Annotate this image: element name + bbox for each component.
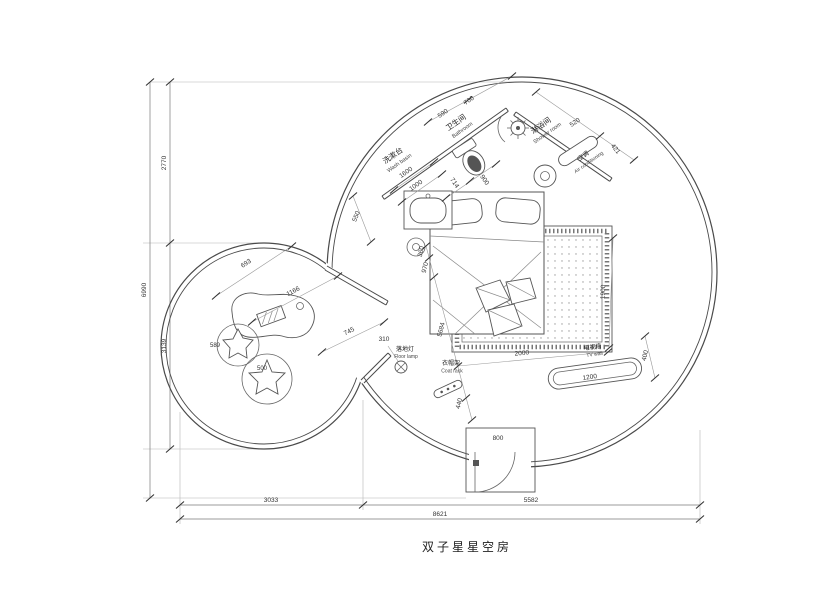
floor-lamp-symbol: [387, 345, 408, 374]
dim-2770: 2770: [161, 155, 168, 170]
interior-dim-texts: 590 700 520 421 1600 1000 714 900 550 36…: [210, 95, 650, 442]
label-bathroom: 卫生间 Bathroom: [443, 112, 474, 140]
dimension-frame: [145, 77, 705, 524]
label-coat-rack: 衣帽架 Coat rack: [441, 359, 463, 375]
tv-wall-label-en: TV wall: [586, 351, 603, 359]
dim-900: 900: [478, 174, 490, 187]
coat-rack-symbol: [433, 379, 463, 399]
shower-head: [497, 116, 529, 143]
plan-title: 双子星星空房: [422, 539, 512, 554]
bathtub: [231, 292, 315, 339]
floor-lamp-label-en: Floor lamp: [394, 354, 418, 360]
dim-5582: 5582: [524, 497, 539, 504]
dim-700: 700: [463, 95, 476, 107]
dim-3139: 3139: [161, 338, 168, 353]
door-hinge: [473, 460, 479, 466]
pillow: [495, 197, 541, 225]
exterior-dim-texts: 6990 2770 3139 3033 5582 8621: [141, 155, 539, 518]
dim-590: 590: [437, 108, 450, 120]
bathroom-partition-walls: [381, 107, 613, 200]
dim-800: 800: [493, 435, 504, 442]
coat-rack-label-en: Coat rack: [441, 369, 463, 375]
dim-360: 360: [417, 245, 427, 258]
dim-714: 714: [448, 177, 460, 190]
dim-400: 400: [641, 349, 651, 362]
floor-lamp-label-cn: 落地灯: [396, 345, 414, 353]
dim-2000: 2000: [514, 349, 529, 357]
interior-dim-chains: [211, 71, 660, 425]
coat-rack-label-cn: 衣帽架: [442, 359, 460, 367]
washbasin-counter: [403, 190, 453, 230]
bean-seat: [216, 323, 260, 367]
entrance-door: [465, 427, 536, 493]
dim-589: 589: [210, 343, 221, 349]
dim-5684: 5684: [436, 321, 446, 337]
dim-8621: 8621: [433, 511, 448, 518]
dim-1200: 1200: [582, 373, 598, 382]
dim-310: 310: [379, 336, 390, 343]
label-tv-wall: 电视墙 TV wall: [583, 342, 603, 359]
label-floor-lamp: 落地灯 Floor lamp: [394, 345, 418, 360]
dim-440: 440: [455, 397, 465, 410]
dim-550: 550: [351, 210, 362, 223]
tv-wall-label-cn: 电视墙: [583, 342, 602, 352]
dim-520: 520: [569, 117, 582, 129]
tv-wall: [547, 357, 643, 390]
dim-6990: 6990: [141, 282, 148, 297]
duvet-crumple: [475, 277, 537, 337]
bean-seat: [241, 353, 293, 405]
dim-3033: 3033: [264, 497, 279, 504]
dim-745: 745: [343, 326, 356, 337]
dim-500: 500: [257, 366, 268, 372]
air-conditioner: [533, 135, 598, 188]
toilet: [452, 138, 486, 176]
dim-970: 970: [421, 261, 431, 274]
dim-693: 693: [240, 258, 253, 270]
dim-421: 421: [609, 143, 621, 156]
passage-walls: [324, 265, 392, 384]
junction-opening: [325, 262, 369, 384]
dim-1900: 1900: [600, 284, 608, 299]
extension-lines: [143, 81, 701, 524]
